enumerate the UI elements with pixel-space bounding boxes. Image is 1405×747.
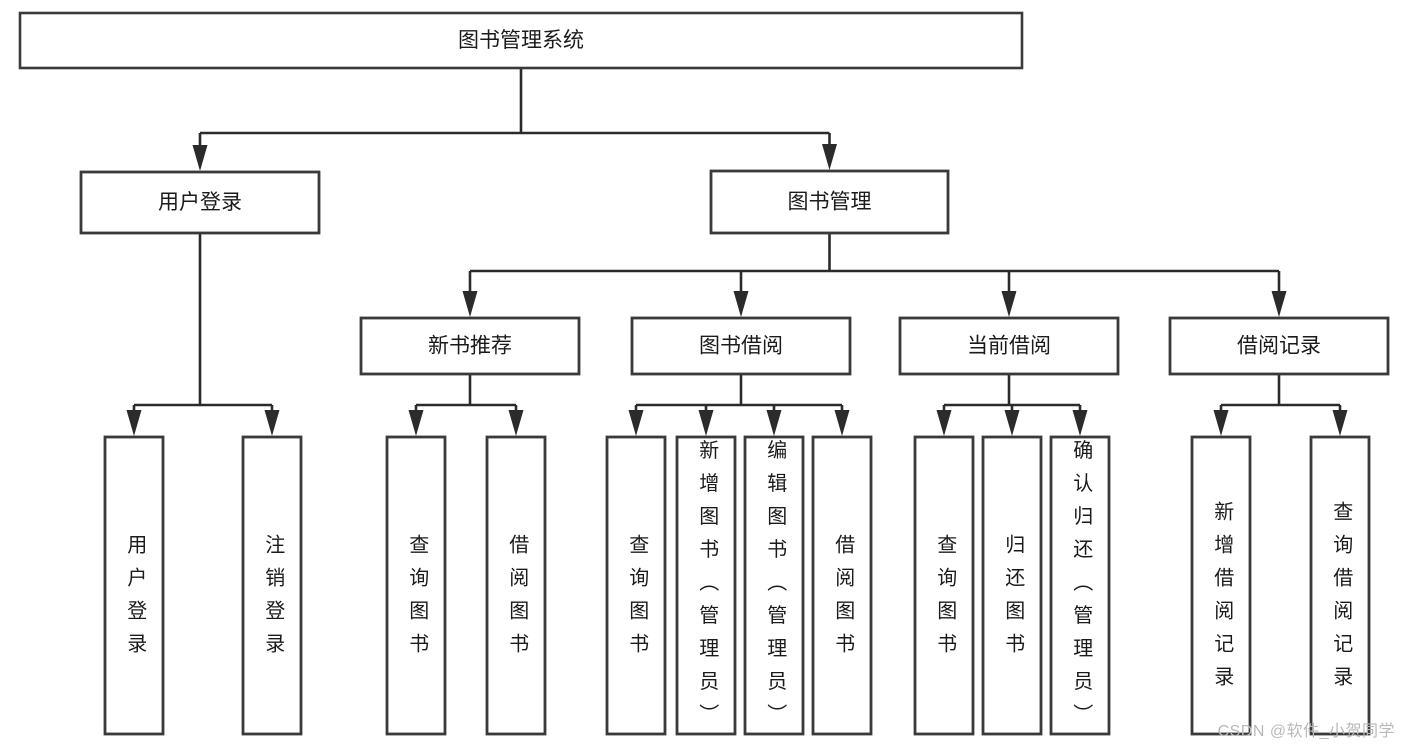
node-label: 归还图书 bbox=[1002, 533, 1025, 655]
node-label: 图书借阅 bbox=[699, 335, 783, 358]
arrow-head-icon bbox=[192, 145, 208, 171]
node-label: 图书管理 bbox=[788, 191, 872, 214]
node-leaf-cb-return[interactable]: 归还图书 bbox=[981, 435, 1043, 736]
node-label: 用户登录 bbox=[124, 534, 147, 656]
node-box bbox=[359, 316, 581, 376]
arrow-head-icon bbox=[834, 410, 850, 436]
node-label: 查询图书 bbox=[934, 533, 957, 655]
arrow-head-icon bbox=[1001, 291, 1017, 317]
node-label: 新增图书（管理员） bbox=[696, 439, 719, 726]
node-label: 查询图书 bbox=[626, 533, 649, 655]
node-box bbox=[485, 435, 547, 736]
nodes-layer: 图书管理系统用户登录图书管理新书推荐图书借阅当前借阅借阅记录用户登录注销登录查询… bbox=[18, 11, 1390, 736]
arrow-head-icon bbox=[1004, 410, 1020, 436]
node-borrow-record[interactable]: 借阅记录 bbox=[1168, 316, 1390, 376]
arrow-head-icon bbox=[126, 410, 142, 436]
arrow-head-icon bbox=[1271, 291, 1287, 317]
node-leaf-br-query[interactable]: 查询借阅记录 bbox=[1309, 435, 1371, 736]
node-box bbox=[1309, 435, 1371, 736]
node-box bbox=[18, 11, 1024, 70]
arrow-head-icon bbox=[936, 410, 952, 436]
arrow-head-icon bbox=[698, 410, 714, 436]
node-leaf-br-add[interactable]: 新增借阅记录 bbox=[1190, 435, 1252, 736]
node-label: 当前借阅 bbox=[967, 335, 1051, 358]
node-leaf-cb-query[interactable]: 查询图书 bbox=[913, 435, 975, 736]
node-leaf-bb-query[interactable]: 查询图书 bbox=[605, 435, 667, 736]
node-box bbox=[981, 435, 1043, 736]
arrow-head-icon bbox=[628, 410, 644, 436]
node-box bbox=[743, 435, 805, 736]
arrow-head-icon bbox=[508, 410, 524, 436]
node-book-manage[interactable]: 图书管理 bbox=[709, 169, 950, 235]
node-leaf-user-logout[interactable]: 注销登录 bbox=[241, 435, 303, 736]
node-current-borrow[interactable]: 当前借阅 bbox=[898, 316, 1120, 376]
node-box bbox=[898, 316, 1120, 376]
node-label: 注销登录 bbox=[262, 533, 285, 655]
arrow-head-icon bbox=[733, 291, 749, 317]
node-label: 新增借阅记录 bbox=[1211, 500, 1234, 688]
node-box bbox=[1168, 316, 1390, 376]
node-user-login[interactable]: 用户登录 bbox=[79, 170, 321, 235]
node-leaf-rec-borrow[interactable]: 借阅图书 bbox=[485, 435, 547, 736]
node-label: 用户登录 bbox=[158, 191, 242, 214]
node-box bbox=[103, 435, 165, 736]
node-label: 确认归还（管理员） bbox=[1070, 439, 1093, 726]
arrow-head-icon bbox=[766, 410, 782, 436]
csdn-watermark: CSDN @软件_小贺同学 bbox=[1217, 723, 1395, 740]
node-leaf-cb-confirm[interactable]: 确认归还（管理员） bbox=[1049, 435, 1111, 736]
node-box bbox=[241, 435, 303, 736]
arrow-head-icon bbox=[1072, 410, 1088, 436]
node-label: 新书推荐 bbox=[428, 335, 512, 358]
node-book-borrow[interactable]: 图书借阅 bbox=[630, 316, 852, 376]
node-leaf-bb-edit[interactable]: 编辑图书（管理员） bbox=[743, 435, 805, 736]
node-box bbox=[913, 435, 975, 736]
node-box bbox=[675, 435, 737, 736]
arrow-head-icon bbox=[408, 410, 424, 436]
node-box bbox=[79, 170, 321, 235]
node-label: 借阅记录 bbox=[1237, 335, 1321, 358]
node-root[interactable]: 图书管理系统 bbox=[18, 11, 1024, 70]
node-box bbox=[605, 435, 667, 736]
node-label: 查询图书 bbox=[406, 533, 429, 655]
node-leaf-bb-add[interactable]: 新增图书（管理员） bbox=[675, 435, 737, 736]
node-box bbox=[1190, 435, 1252, 736]
node-box bbox=[385, 435, 447, 736]
node-leaf-user-login[interactable]: 用户登录 bbox=[103, 435, 165, 736]
arrow-head-icon bbox=[1332, 410, 1348, 436]
node-new-book-rec[interactable]: 新书推荐 bbox=[359, 316, 581, 376]
node-label: 借阅图书 bbox=[832, 533, 855, 655]
node-label: 编辑图书（管理员） bbox=[764, 439, 787, 726]
node-leaf-bb-borrow[interactable]: 借阅图书 bbox=[811, 435, 873, 736]
node-label: 借阅图书 bbox=[506, 533, 529, 655]
node-label: 图书管理系统 bbox=[458, 29, 584, 52]
node-label: 查询借阅记录 bbox=[1330, 500, 1353, 688]
arrow-head-icon bbox=[1213, 410, 1229, 436]
arrow-head-icon bbox=[822, 144, 837, 170]
node-leaf-rec-query[interactable]: 查询图书 bbox=[385, 435, 447, 736]
node-box bbox=[1049, 435, 1111, 736]
connectors-layer bbox=[126, 68, 1348, 436]
node-box bbox=[811, 435, 873, 736]
node-box bbox=[630, 316, 852, 376]
arrow-head-icon bbox=[264, 410, 280, 436]
arrow-head-icon bbox=[462, 291, 478, 317]
node-box bbox=[709, 169, 950, 235]
